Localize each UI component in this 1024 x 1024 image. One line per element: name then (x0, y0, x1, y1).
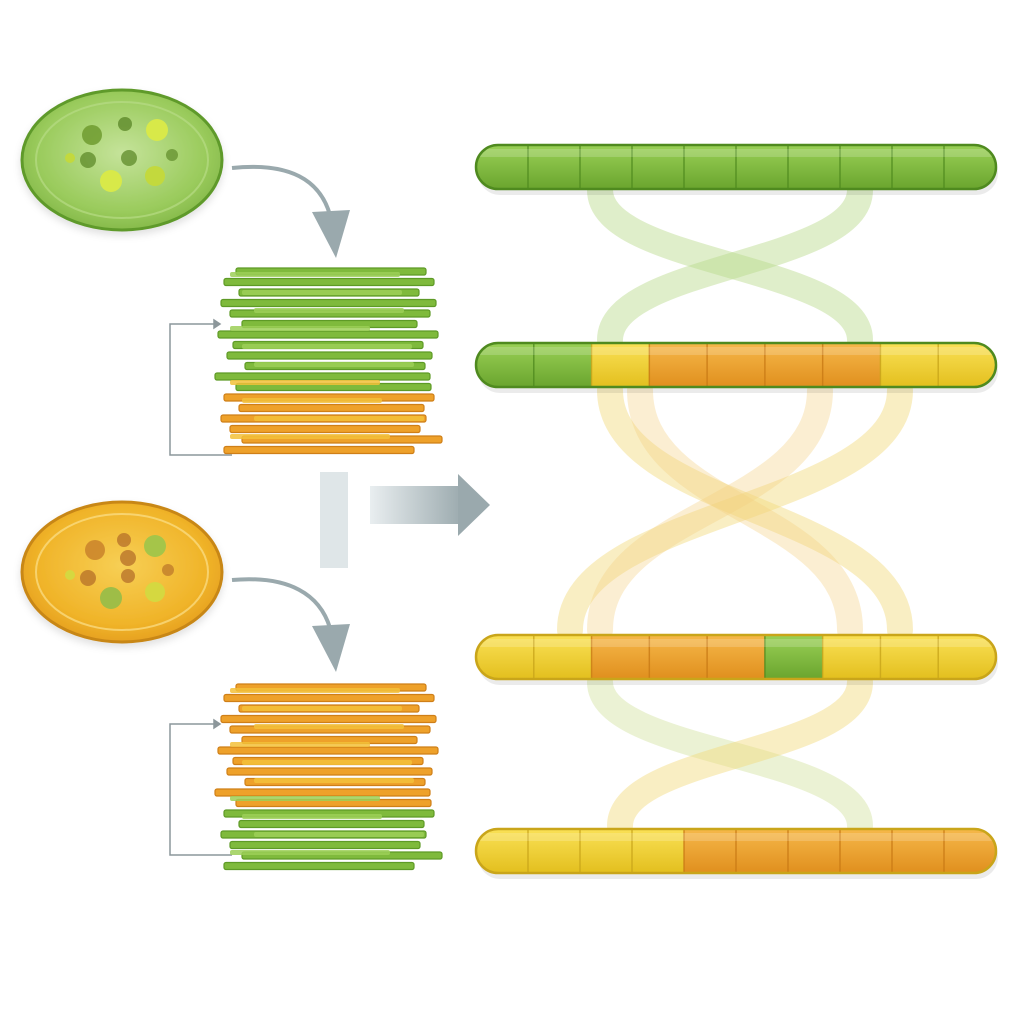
stack-1-rod-highlight (230, 272, 400, 277)
bar-1-segment (944, 145, 996, 189)
bar-4-segment (788, 829, 841, 873)
bar-4-segment (944, 829, 996, 873)
crossover-band (587, 177, 873, 353)
stack-1-rod (217, 330, 439, 339)
stack-1-rod (220, 298, 437, 308)
bar-4-segment (476, 829, 529, 873)
stack-2-rod (238, 819, 425, 829)
stack-bracket-2 (169, 718, 232, 856)
stack-2-rod (226, 767, 433, 776)
stack-1-rod-highlight (230, 380, 380, 385)
stack-2-rod-highlight (242, 760, 412, 765)
bar-2-segment (880, 343, 939, 387)
bar-1-segment (528, 145, 581, 189)
bar-3-segment (764, 635, 824, 679)
bar-3-segment (533, 635, 593, 679)
stack-1-rod (238, 403, 425, 413)
stack-1-rod (223, 277, 435, 287)
stack-1-rod-highlight (254, 308, 404, 313)
bar-2 (474, 341, 998, 393)
stack-1-rod (223, 445, 415, 455)
crossover-band (627, 377, 863, 643)
crossover-bands (557, 177, 913, 839)
bar-3-segment (591, 635, 650, 679)
stack-2-rod (220, 714, 437, 724)
bar-1-segment (892, 145, 945, 189)
bar-4-segment (632, 829, 685, 873)
stack-2-rod-highlight (230, 688, 400, 693)
bar-4-segment (840, 829, 893, 873)
stack-1-rod-highlight (242, 398, 382, 403)
stack-1-rod-highlight (254, 362, 414, 367)
bar-1-segment (580, 145, 633, 189)
stack-2-rod (214, 788, 431, 797)
bar-2-segment (649, 343, 708, 387)
bar-3-segment (476, 635, 535, 679)
bar-2-segment (764, 343, 824, 387)
crossover-band (587, 377, 833, 643)
bar-3 (474, 633, 998, 685)
bar-2-segment (938, 343, 996, 387)
stack-2-rod (223, 693, 435, 703)
stack-2-rod-highlight (242, 706, 402, 711)
crossover-band (607, 669, 873, 839)
bar-3-segment (649, 635, 708, 679)
stack-2-rod-highlight (230, 796, 380, 801)
bar-4-segment (684, 829, 737, 873)
bar-1-segment (632, 145, 685, 189)
bar-3-segment (822, 635, 881, 679)
bar-1 (474, 143, 998, 195)
stack-2-rod (223, 861, 415, 871)
bar-1-segment (476, 145, 529, 189)
stack-1-rod-highlight (230, 434, 390, 439)
orange-cell-icon (20, 500, 224, 644)
crossover-band (557, 377, 913, 643)
stack-1-rod (226, 351, 433, 360)
stack-2-rod-highlight (230, 850, 390, 855)
stack-1-rod-highlight (242, 344, 412, 349)
stack-2-rod (229, 840, 421, 850)
bar-2-segment (822, 343, 881, 387)
stack-1-rod (229, 424, 421, 434)
bar-2-segment (591, 343, 650, 387)
crossover-band (597, 377, 913, 643)
bar-1-segment (684, 145, 737, 189)
stack-1-rod-highlight (254, 416, 424, 421)
bar-2-segment (476, 343, 535, 387)
bar-2-segment (533, 343, 593, 387)
chromosome-bars (474, 143, 998, 879)
bar-4 (474, 827, 998, 879)
stack-2-rod-highlight (254, 778, 414, 783)
stack-2-rod-highlight (254, 832, 424, 837)
stack-2-rod-highlight (242, 814, 382, 819)
stack-1-rod-highlight (242, 290, 402, 295)
stack-2-rod (217, 746, 439, 755)
bar-4-segment (736, 829, 789, 873)
cell-to-stack-arrow-1 (231, 164, 350, 258)
bar-3-segment (707, 635, 766, 679)
chromosome-stack-2 (214, 683, 443, 871)
transfer-arrow (320, 472, 490, 568)
stack-1-rod-highlight (230, 326, 370, 331)
stack-1-rod (214, 372, 431, 381)
crossover-band (597, 177, 873, 353)
bar-4-segment (892, 829, 945, 873)
green-cell-icon (20, 88, 224, 232)
bar-3-segment (938, 635, 996, 679)
bar-1-segment (788, 145, 841, 189)
bar-1-segment (840, 145, 893, 189)
bar-4-segment (528, 829, 581, 873)
stack-bracket-1 (169, 318, 232, 456)
bar-4-segment (580, 829, 633, 873)
crossover-band (587, 669, 873, 839)
cell-to-stack-arrow-2 (231, 577, 350, 672)
bar-2-segment (707, 343, 766, 387)
bar-1-segment (736, 145, 789, 189)
chromosome-stack-1 (214, 267, 443, 455)
stack-2-rod-highlight (254, 724, 404, 729)
bar-3-segment (880, 635, 939, 679)
stack-2-rod-highlight (230, 742, 370, 747)
